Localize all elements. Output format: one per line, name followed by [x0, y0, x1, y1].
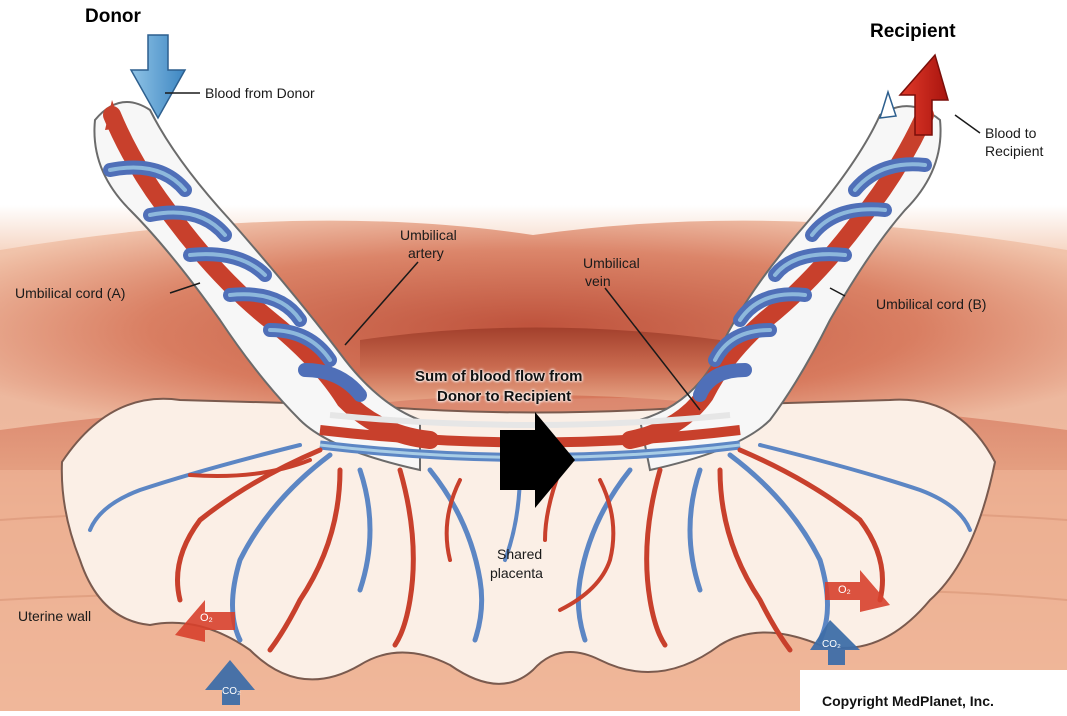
umbilical-vein-label-line1: Umbilical: [583, 255, 640, 272]
recipient-cord-tip-arrow: [880, 92, 896, 118]
o2-right-label: O₂: [838, 582, 851, 599]
umbilical-artery-label-line2: artery: [408, 245, 444, 262]
recipient-label: Recipient: [870, 23, 956, 40]
co2-left-label: CO₂: [222, 683, 241, 700]
donor-label: Donor: [85, 8, 141, 25]
sum-flow-label-line1: Sum of blood flow from: [415, 368, 582, 385]
blood-to-recipient-label-line1: Blood to: [985, 125, 1036, 142]
copyright-text: Copyright MedPlanet, Inc.: [822, 693, 994, 710]
shared-placenta-label-line1: Shared: [497, 546, 542, 563]
sum-flow-label-line2: Donor to Recipient: [437, 388, 571, 405]
shared-placenta-label-line2: placenta: [490, 565, 543, 582]
blood-to-recipient-label-line2: Recipient: [985, 143, 1043, 160]
umbilical-vein-label-line2: vein: [585, 273, 611, 290]
umbilical-cord-a-label: Umbilical cord (A): [15, 285, 125, 302]
o2-left-label: O₂: [200, 610, 213, 627]
co2-right-label: CO₂: [822, 636, 841, 653]
umbilical-artery-label-line1: Umbilical: [400, 227, 457, 244]
umbilical-cord-b-label: Umbilical cord (B): [876, 296, 986, 313]
blood-from-donor-label: Blood from Donor: [205, 85, 315, 102]
uterine-wall-label: Uterine wall: [18, 608, 91, 625]
